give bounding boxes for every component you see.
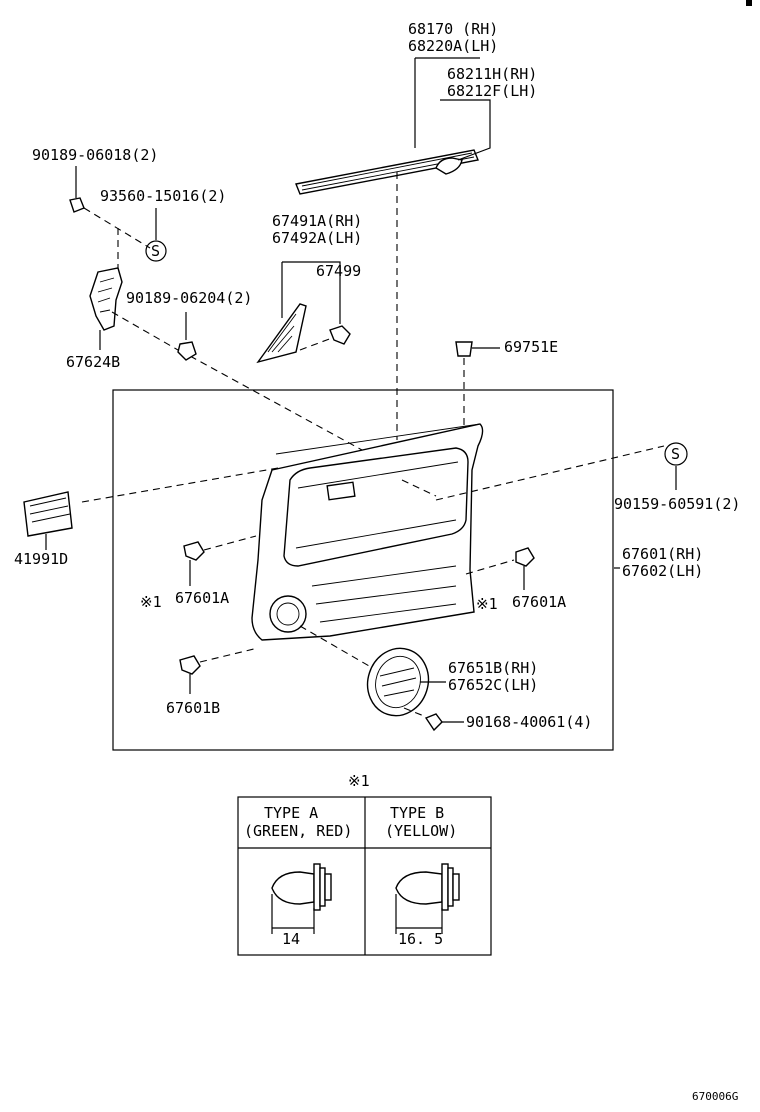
label-clip-67601b: 67601B bbox=[166, 699, 220, 717]
label-moulding-lh: 68220A(LH) bbox=[408, 37, 498, 55]
label-grille-rh: 67651B(RH) bbox=[448, 659, 538, 677]
clip-67601b-part bbox=[179, 655, 201, 675]
speaker-grille-part bbox=[366, 647, 430, 717]
guide-clip-67601b bbox=[199, 647, 259, 663]
leader-cover bbox=[281, 261, 341, 318]
label-screw-90159: 90159-60591(2) bbox=[614, 495, 740, 513]
label-screw-90168: 90168-40061(4) bbox=[466, 713, 592, 731]
guide-clip-67499 bbox=[299, 337, 333, 351]
guide-screw-90159 bbox=[435, 445, 665, 501]
type-a-clip-drawing bbox=[271, 863, 332, 934]
guide-bracket-to-board bbox=[111, 311, 363, 451]
leader-weatherstrip bbox=[440, 99, 491, 161]
type-a-color: (GREEN, RED) bbox=[244, 822, 352, 840]
label-bracket-67624b: 67624B bbox=[66, 353, 120, 371]
door-trim-board-part bbox=[251, 423, 484, 641]
label-cover-lh: 67492A(LH) bbox=[272, 229, 362, 247]
label-clip-left-67601a: 67601A bbox=[175, 589, 229, 607]
label-board-lh: 67602(LH) bbox=[622, 562, 703, 580]
diagram-id: 670006G bbox=[692, 1090, 738, 1103]
leader-moulding bbox=[414, 57, 480, 148]
plate-41991d-part bbox=[23, 491, 73, 537]
clip-67499-part bbox=[329, 325, 351, 345]
label-plate-41991d: 41991D bbox=[14, 550, 68, 568]
label-weatherstrip-lh: 68212F(LH) bbox=[447, 82, 537, 100]
cover-part bbox=[256, 303, 307, 364]
screw-90189-06018-part bbox=[69, 197, 85, 213]
screw-90189-06204-part bbox=[177, 341, 197, 361]
label-grommet-69751e: 69751E bbox=[504, 338, 558, 356]
corner-mark bbox=[746, 0, 752, 6]
note-mark-left: ※1 bbox=[140, 593, 162, 611]
s-symbol-1: S bbox=[151, 242, 160, 260]
label-clip-93560: 93560-15016(2) bbox=[100, 187, 226, 205]
type-b-heading: TYPE B bbox=[390, 804, 444, 822]
guide-board-window bbox=[401, 479, 437, 497]
label-moulding-rh: 68170 (RH) bbox=[408, 20, 498, 38]
clip-right-67601a-part bbox=[515, 547, 535, 567]
weatherstrip-end-part bbox=[435, 157, 463, 175]
type-b-dimension: 16. 5 bbox=[398, 930, 443, 948]
s-symbol-2: S bbox=[671, 445, 680, 463]
label-screw-90189-06018: 90189-06018(2) bbox=[32, 146, 158, 164]
label-board-rh: 67601(RH) bbox=[622, 545, 703, 563]
type-a-heading: TYPE A bbox=[264, 804, 318, 822]
label-clip-67499: 67499 bbox=[316, 262, 361, 280]
s-circle-1 bbox=[145, 240, 167, 262]
type-b-color: (YELLOW) bbox=[385, 822, 457, 840]
bracket-67624b-part bbox=[89, 267, 123, 331]
note-table bbox=[237, 796, 492, 956]
grommet-69751e-part bbox=[455, 341, 473, 357]
guide-screw-90168 bbox=[403, 707, 425, 717]
note-mark-right: ※1 bbox=[476, 595, 498, 613]
label-grille-lh: 67652C(LH) bbox=[448, 676, 538, 694]
label-clip-right-67601a: 67601A bbox=[512, 593, 566, 611]
screw-90168-part bbox=[424, 713, 443, 732]
s-circle-2 bbox=[664, 442, 688, 466]
note-table-title: ※1 bbox=[348, 772, 370, 790]
type-b-clip-drawing bbox=[395, 863, 460, 934]
clip-left-67601a-part bbox=[183, 541, 205, 561]
guide-clip-right bbox=[465, 559, 515, 575]
type-a-dimension: 14 bbox=[282, 930, 300, 948]
label-weatherstrip-rh: 68211H(RH) bbox=[447, 65, 537, 83]
label-screw-90189-06204: 90189-06204(2) bbox=[126, 289, 252, 307]
guide-plate-to-board bbox=[81, 467, 279, 503]
label-cover-rh: 67491A(RH) bbox=[272, 212, 362, 230]
guide-grille bbox=[299, 625, 377, 671]
guide-clip-left bbox=[203, 535, 257, 551]
guide-screw-to-clip bbox=[83, 207, 151, 249]
assembly-frame bbox=[112, 389, 614, 751]
